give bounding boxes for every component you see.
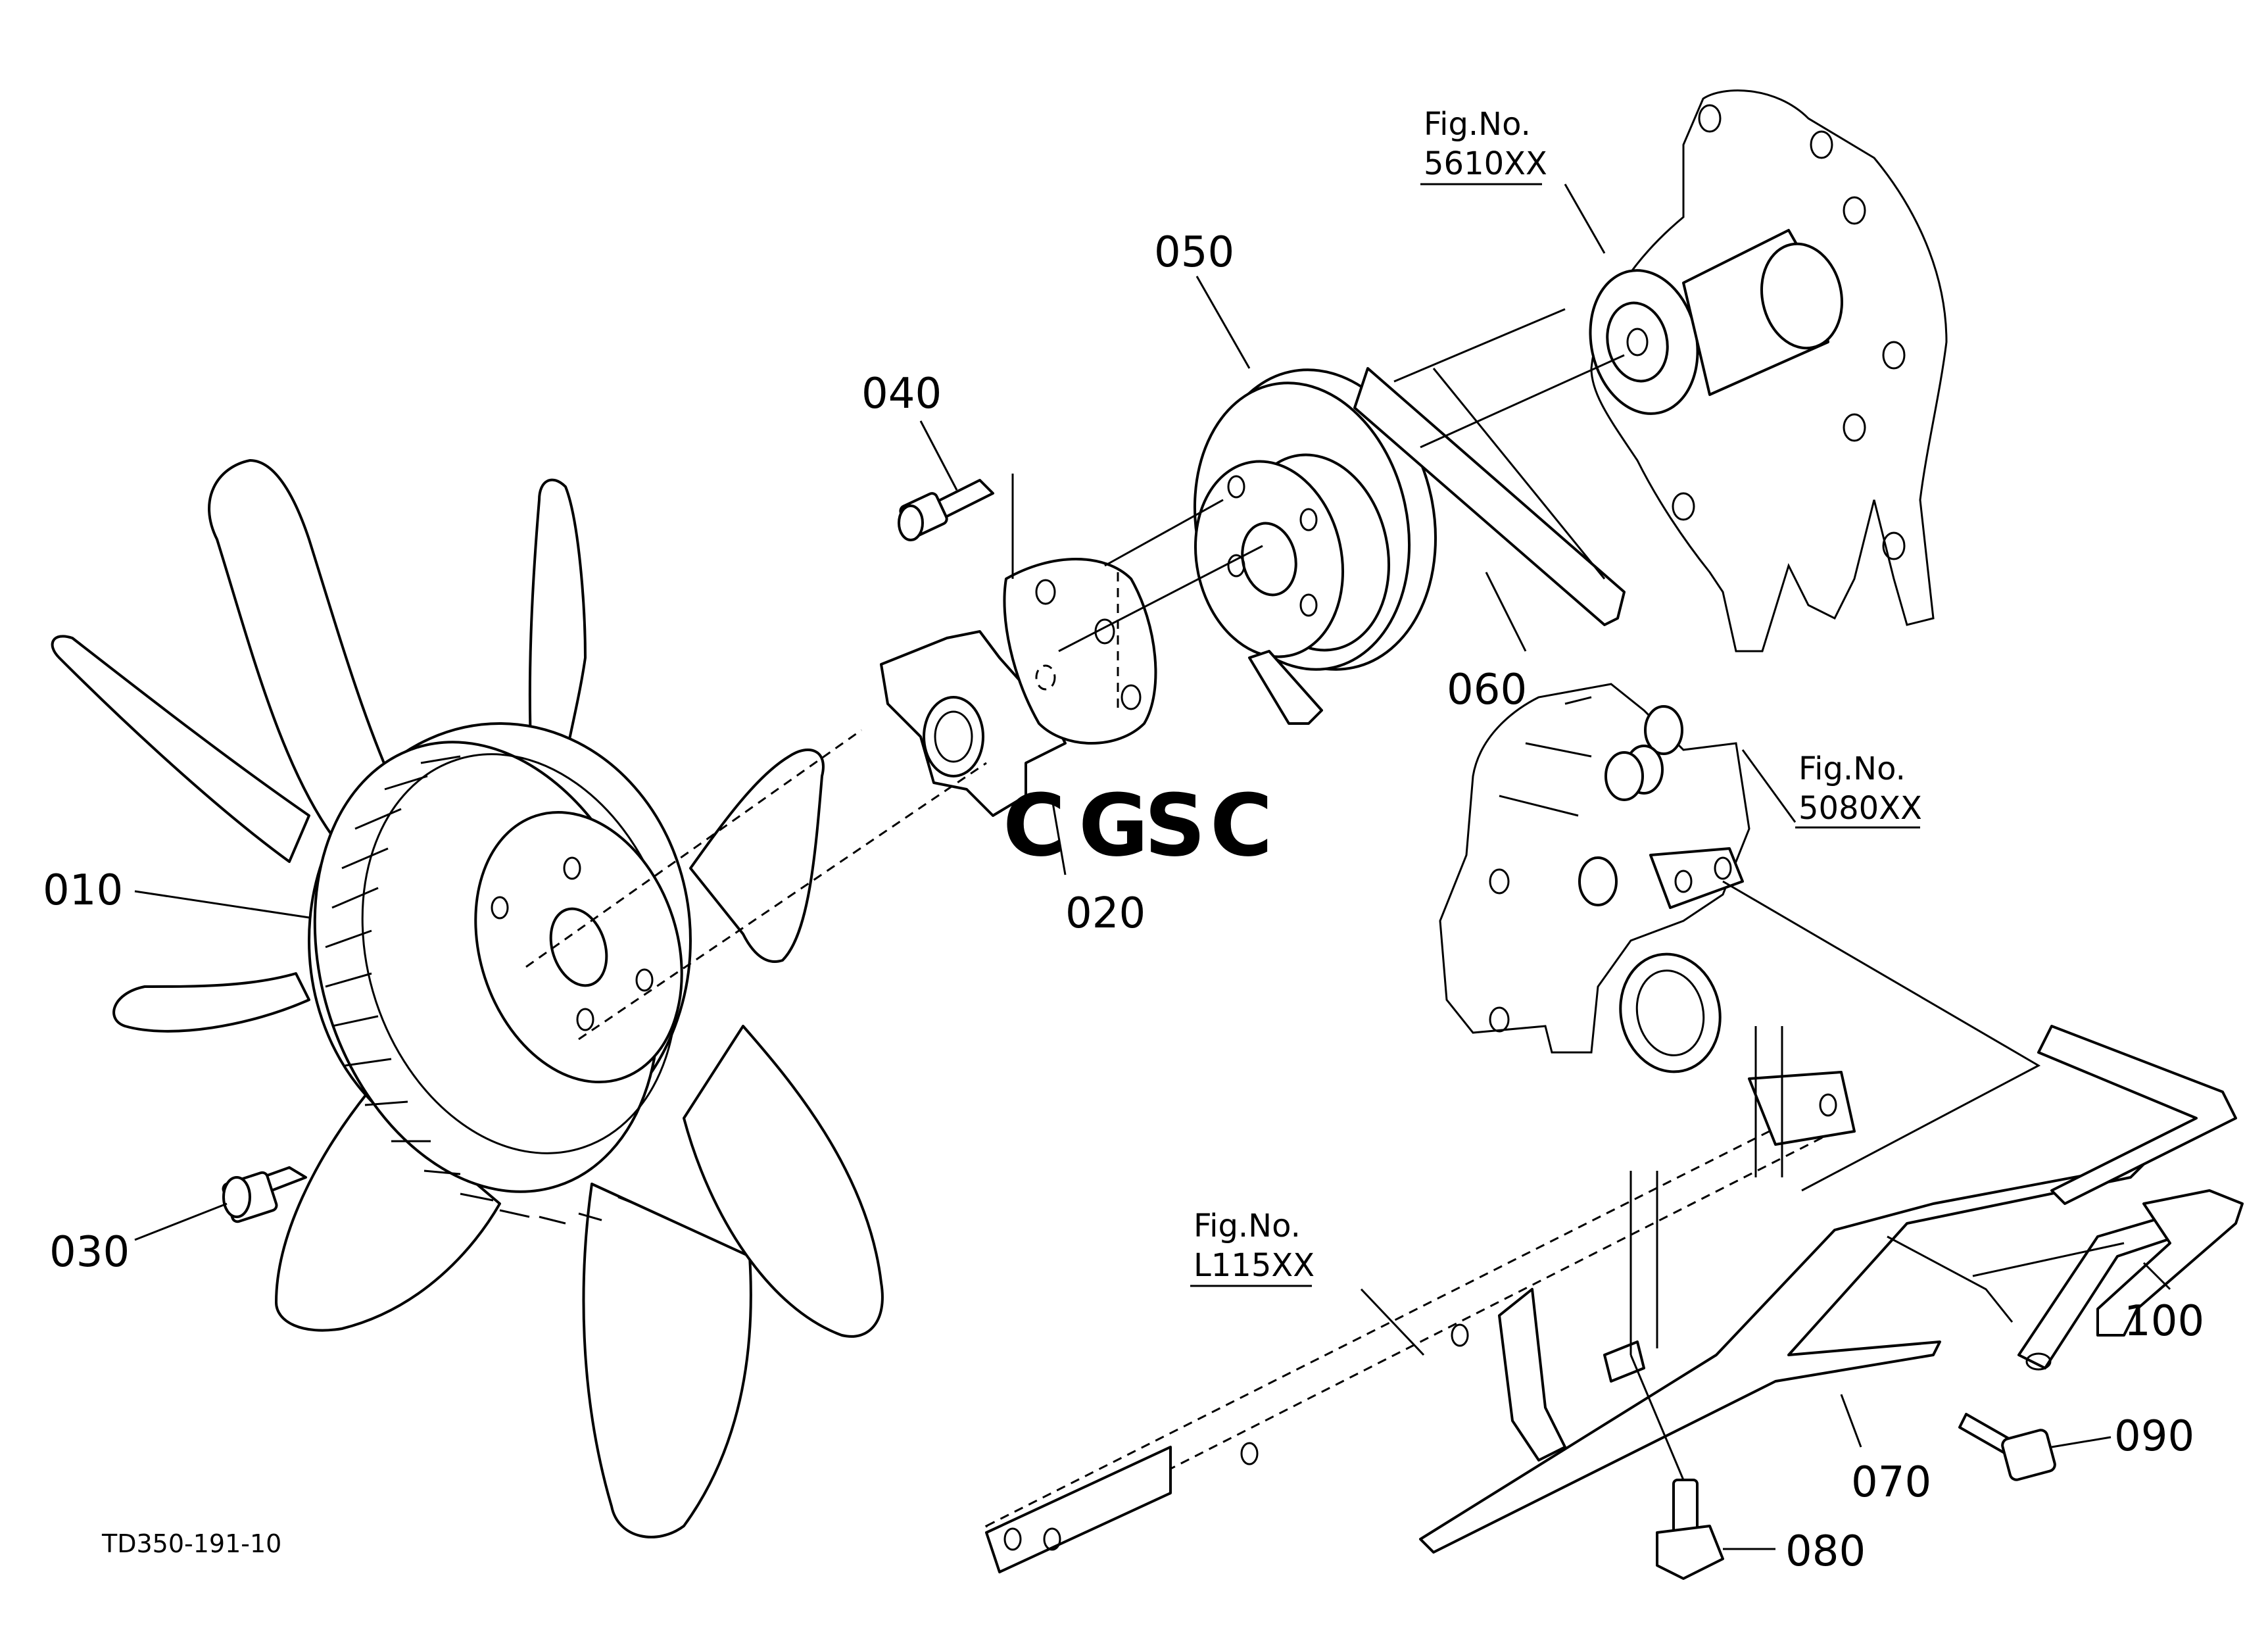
part-label-040: 040 xyxy=(861,370,942,418)
fig-ref-5080-line2: 5080XX xyxy=(1798,790,1922,827)
watermark: C G S C xyxy=(1003,775,1272,875)
diagram-code: TD350-191-10 xyxy=(101,1529,281,1558)
bolt-030-drawing xyxy=(222,1166,307,1223)
thermostat-housing-drawing xyxy=(1439,683,1750,1073)
fig-ref-l115-line2: L115XX xyxy=(1194,1247,1315,1284)
rod-drawing xyxy=(2096,1189,2244,1337)
pulley-drawing xyxy=(1193,368,1437,671)
part-label-010: 010 xyxy=(43,866,123,915)
part-label-020: 020 xyxy=(1065,889,1146,938)
belt-drawing xyxy=(1248,367,1626,725)
bolt-090-drawing xyxy=(1958,1413,2056,1481)
watermark-letter-s: S xyxy=(1144,775,1206,875)
part-label-070: 070 xyxy=(1851,1458,1931,1507)
part-label-080: 080 xyxy=(1785,1527,1866,1576)
watermark-letter-c1: C xyxy=(1003,775,1065,875)
part-label-100: 100 xyxy=(2124,1297,2204,1346)
fig-ref-l115-line1: Fig.No. xyxy=(1194,1208,1301,1244)
part-label-090: 090 xyxy=(2114,1412,2194,1461)
guard-plate-drawing xyxy=(984,1025,2237,1573)
part-labels: 010 020 030 040 050 060 070 080 090 100 xyxy=(43,228,2204,1576)
fig-ref-5080-line1: Fig.No. xyxy=(1798,750,1906,787)
watermark-letter-g: G xyxy=(1078,775,1149,875)
figure-references: Fig.No. 5610XX Fig.No. 5080XX Fig.No. L1… xyxy=(1190,106,1922,1287)
part-label-030: 030 xyxy=(49,1228,130,1277)
water-pump-drawing xyxy=(1589,89,1948,652)
part-label-060: 060 xyxy=(1447,666,1527,714)
leader-lines xyxy=(134,184,2171,1550)
assembly-lines xyxy=(525,308,2125,1481)
bolt-080-drawing xyxy=(1656,1479,1724,1580)
part-label-050: 050 xyxy=(1154,228,1234,277)
fig-ref-5610-line2: 5610XX xyxy=(1424,145,1547,182)
bolt-040-drawing xyxy=(898,479,994,541)
fan-drawing xyxy=(51,459,884,1538)
watermark-letter-c2: C xyxy=(1210,775,1272,875)
fig-ref-5610-line1: Fig.No. xyxy=(1424,106,1531,143)
